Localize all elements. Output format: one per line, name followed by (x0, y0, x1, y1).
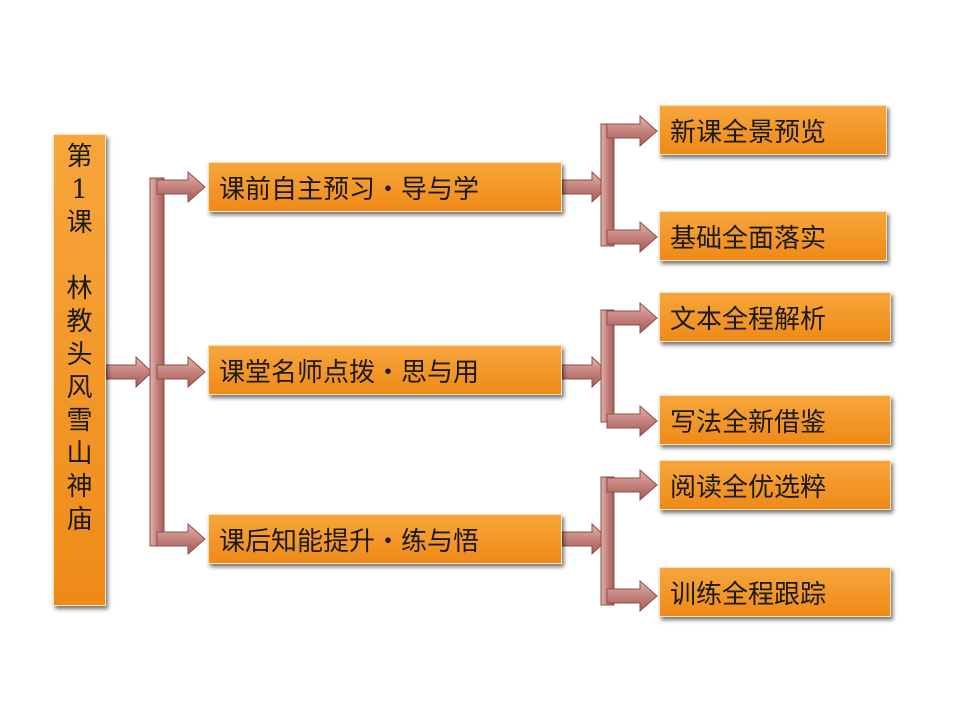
branch-arrow-2 (156, 355, 206, 389)
lesson-title-char: 庙 (66, 505, 93, 535)
branch-box-pre-class[interactable]: 课前自主预习・导与学 (208, 162, 562, 212)
branch-label: 课后知能提升・练与悟 (219, 526, 480, 557)
lesson-title-char: 山 (66, 439, 93, 469)
lesson-title-char: 神 (66, 472, 93, 502)
leaf-box-3-1[interactable]: 阅读全优选粹 (659, 460, 891, 510)
leaf-box-1-1[interactable]: 新课全景预览 (659, 105, 887, 155)
lesson-title-char: 林 (66, 274, 93, 304)
lesson-title-char: 雪 (66, 406, 93, 436)
branch-label: 课堂名师点拨・思与用 (219, 357, 480, 388)
branch-box-after-class[interactable]: 课后知能提升・练与悟 (208, 514, 562, 564)
leaf-box-3-2[interactable]: 训练全程跟踪 (659, 567, 891, 617)
lesson-title-char: 风 (66, 373, 93, 403)
branch-label: 课前自主预习・导与学 (219, 174, 480, 205)
lesson-title-char: 头 (66, 340, 93, 370)
leaf-label: 阅读全优选粹 (670, 472, 827, 503)
leaf-label: 基础全面落实 (670, 223, 827, 254)
branch-arrow-3 (156, 522, 206, 556)
branch-3-connector (561, 468, 658, 613)
lesson-title-char: 教 (66, 307, 93, 337)
leaf-label: 训练全程跟踪 (670, 579, 827, 610)
leaf-box-1-2[interactable]: 基础全面落实 (659, 211, 887, 261)
leaf-label: 文本全程解析 (670, 304, 827, 335)
main-trunk (149, 177, 165, 547)
leaf-box-2-1[interactable]: 文本全程解析 (659, 292, 891, 342)
branch-1-connector (561, 114, 658, 254)
leaf-box-2-2[interactable]: 写法全新借鉴 (659, 395, 891, 445)
branch-arrow-1 (156, 170, 206, 204)
lesson-title-char: 第 (66, 142, 93, 172)
branch-box-in-class[interactable]: 课堂名师点拨・思与用 (208, 345, 562, 395)
root-connector-arrow (105, 355, 153, 389)
lesson-title-char: 课 (66, 208, 93, 238)
lesson-title-box: 第 1 课 林 教 头 风 雪 山 神 庙 (53, 134, 106, 606)
leaf-label: 写法全新借鉴 (670, 407, 827, 438)
branch-2-connector (561, 301, 658, 438)
lesson-title-char: 1 (71, 175, 88, 205)
leaf-label: 新课全景预览 (670, 117, 827, 148)
